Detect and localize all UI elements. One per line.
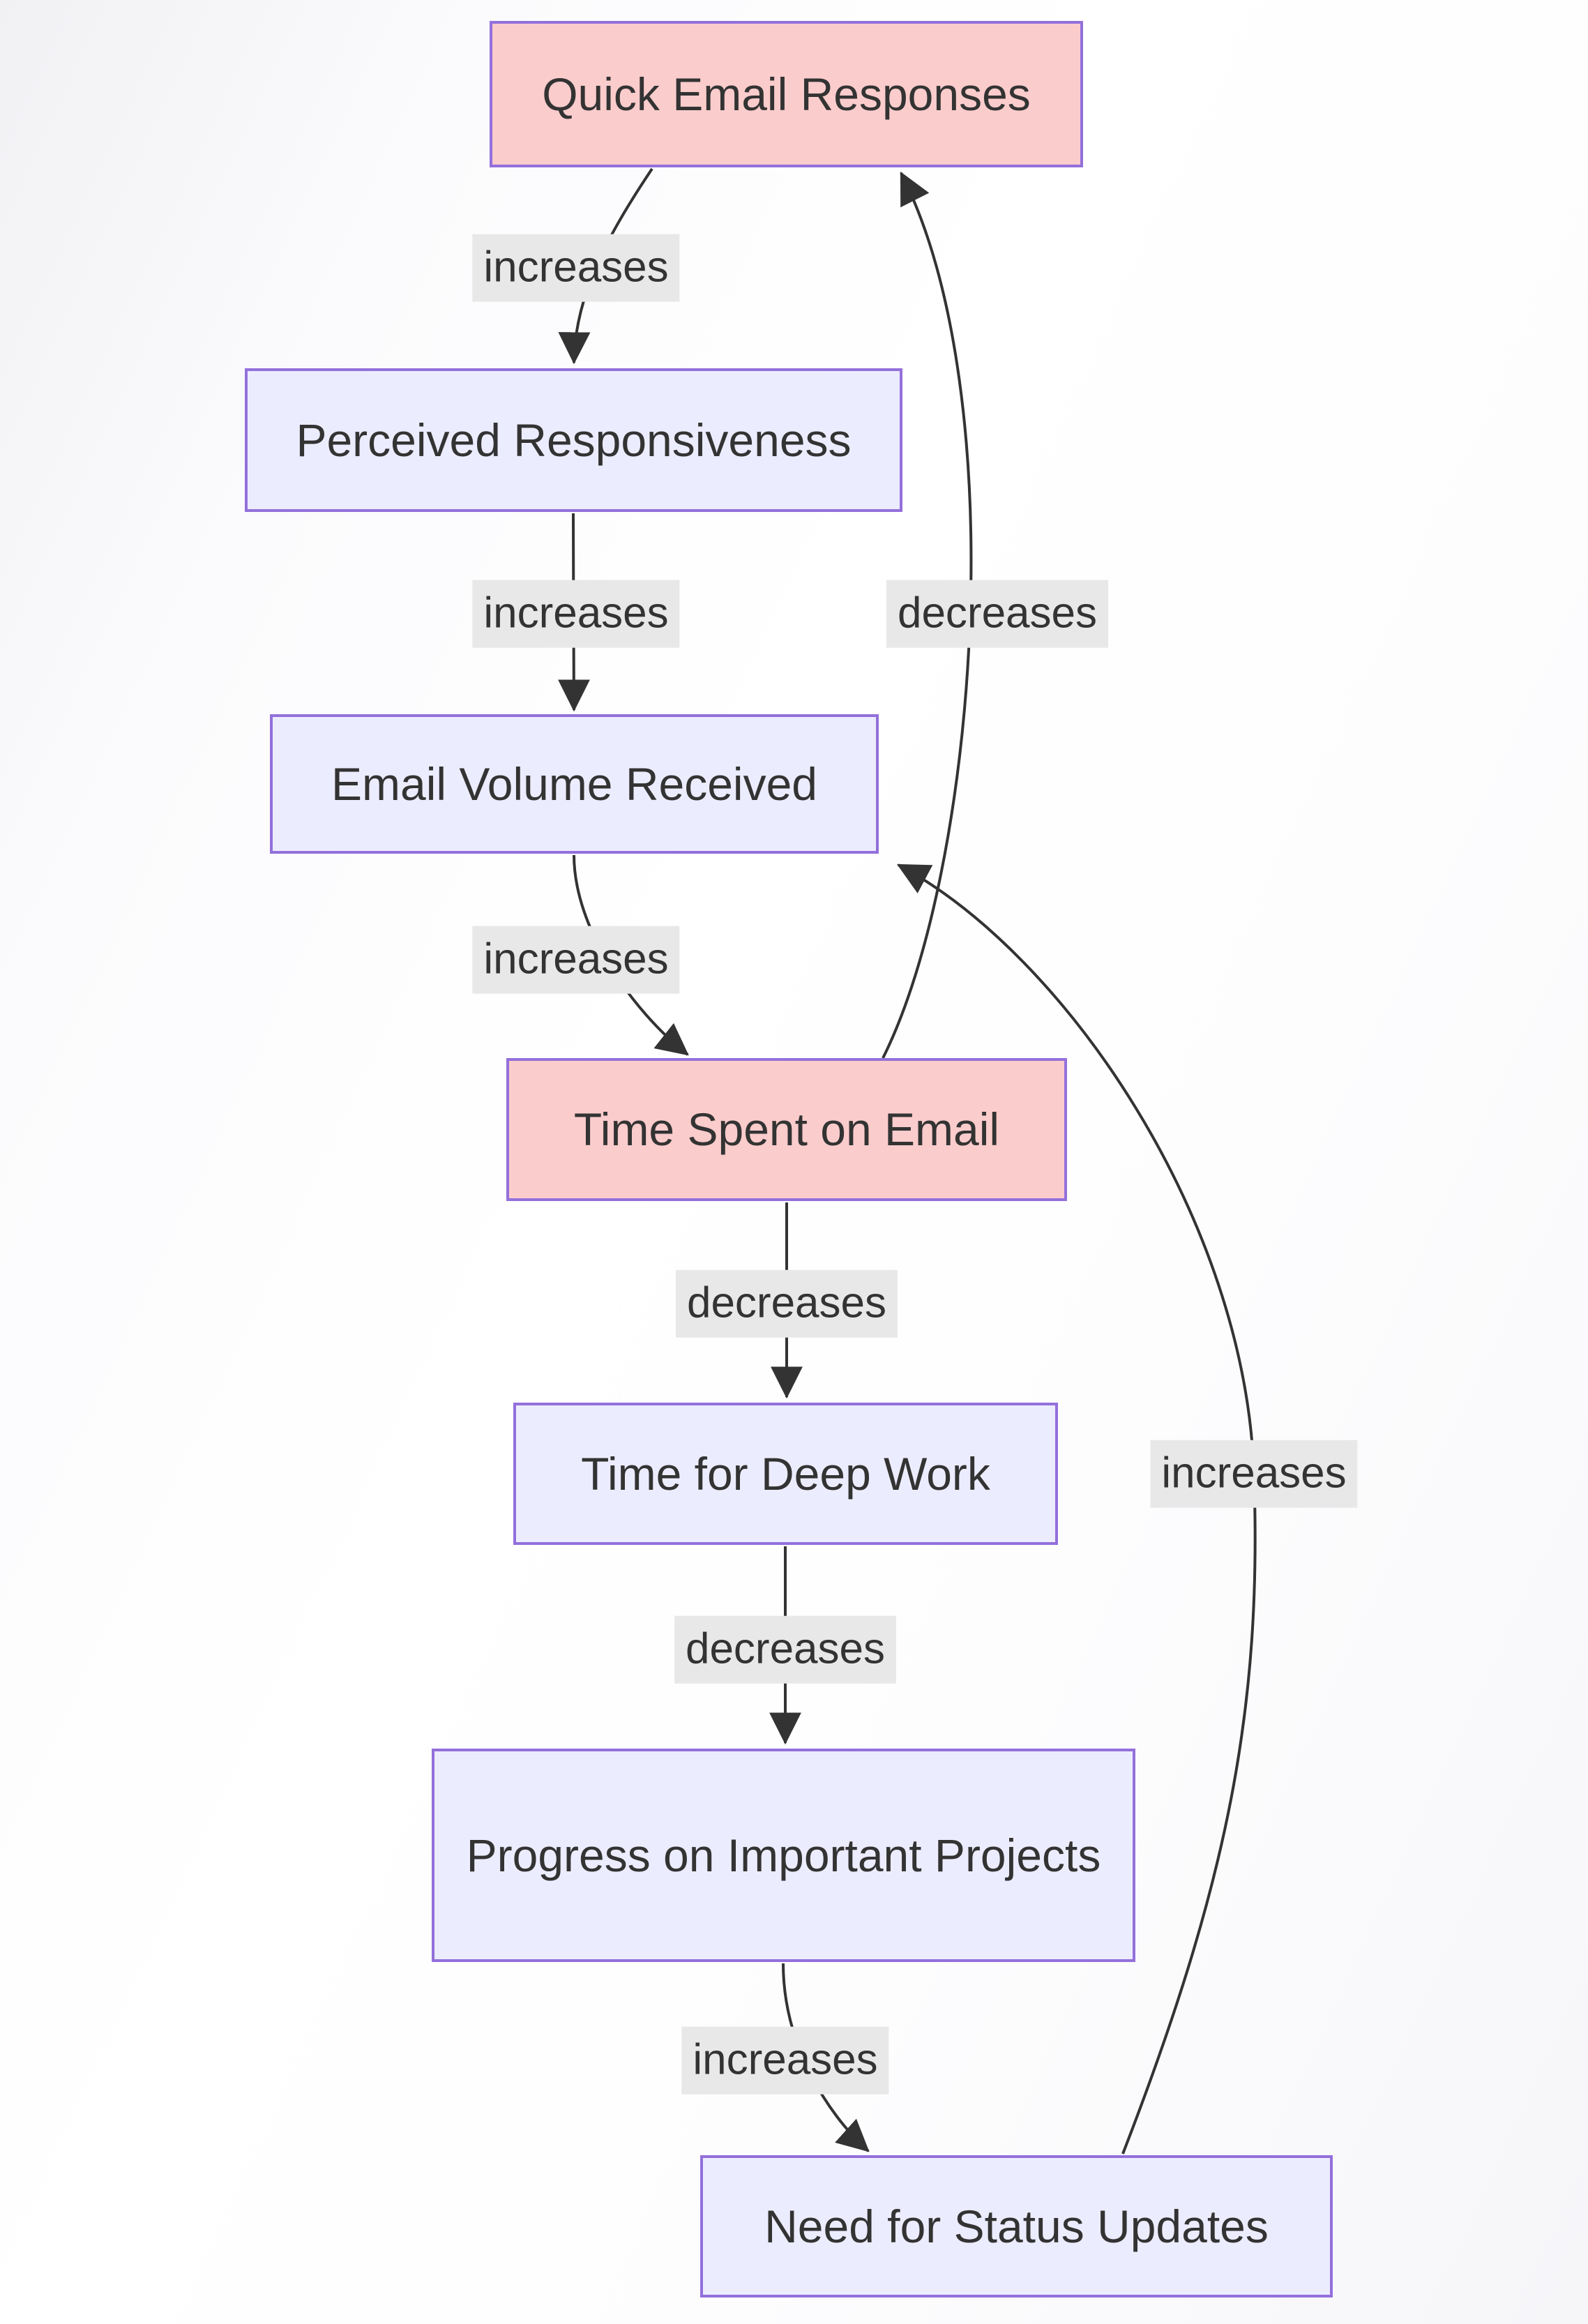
node-time-for-deep-work: Time for Deep Work	[513, 1403, 1058, 1545]
node-time-spent-on-email: Time Spent on Email	[506, 1058, 1067, 1201]
edge-label-decreases-deepwork-to-progress: decreases	[674, 1615, 897, 1684]
edge-label-increases-volume-to-timespent: increases	[472, 926, 680, 994]
edge-label-increases-progress-to-status: increases	[681, 2026, 889, 2095]
node-progress-on-important-projects: Progress on Important Projects	[432, 1749, 1135, 1962]
node-email-volume-received: Email Volume Received	[270, 714, 879, 854]
node-quick-email-responses: Quick Email Responses	[490, 21, 1083, 167]
edge-label-decreases-timespent-to-quick: decreases	[886, 580, 1109, 648]
node-perceived-responsiveness: Perceived Responsiveness	[245, 368, 902, 512]
node-need-for-status-updates: Need for Status Updates	[700, 2155, 1333, 2297]
edge-label-increases-perceived-to-volume: increases	[472, 580, 680, 648]
edge-label-decreases-timespent-to-deepwork: decreases	[675, 1269, 898, 1338]
edge-label-increases-quick-to-perceived: increases	[472, 234, 680, 302]
edge-label-increases-status-to-volume: increases	[1150, 1440, 1358, 1508]
